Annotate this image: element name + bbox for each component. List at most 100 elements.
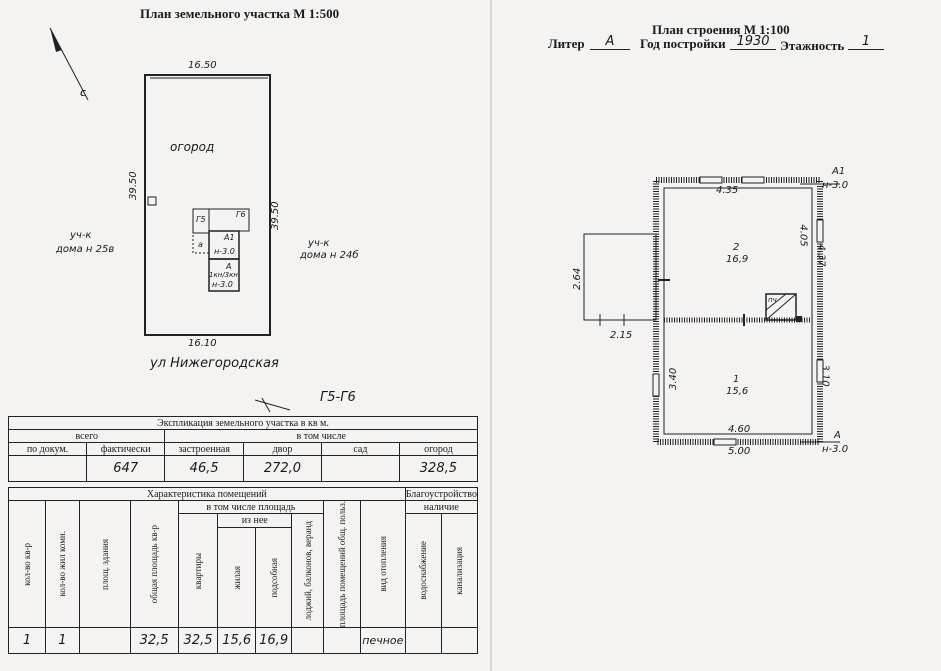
window-top-1 [699,176,723,184]
land-plan-drawing: c [49,27,291,413]
dim-340: 3.40 [668,367,679,390]
street-name: ул Нижегородская [150,356,279,371]
v-kvart: 32,5 [177,627,219,655]
col-built: застроенная [164,442,244,456]
dim-460: 4.60 [728,424,751,435]
neighbor-right-1: уч-к [308,238,330,249]
plot-boundary [144,74,271,336]
val-yard: 272,0 [242,455,323,482]
liter-label: Литер [548,36,585,51]
presence: наличие [404,500,479,514]
h-water: водоснабжение [418,541,429,600]
h-lodg: лоджий, балконов, веранд [302,520,313,621]
dim-405: 4.05 [797,224,809,247]
neighbor-right-2: дома н 24б [300,250,359,261]
col-doc: по докум. [8,442,87,456]
stove-label: пч [768,296,777,304]
page-fold [490,0,492,671]
corner-a1: А1 [832,166,846,177]
window-left-1 [652,373,660,397]
arrow-mark-icon [254,397,291,413]
col-incl: в том числе [164,429,478,443]
building-a [208,258,240,292]
extension [583,233,657,321]
col-fact: фактически [85,442,166,456]
dim-left: 39.50 [128,171,139,200]
v-zh: 1 [45,627,80,655]
lit-a-kn: 1кн/3кн [209,271,238,279]
v-total: 32,5 [129,627,179,655]
garden-label: огород [170,140,215,154]
neighbor-left-1: уч-к [70,230,92,241]
v-obsh [322,627,362,655]
dim-435: 4.35 [716,185,739,196]
lit-a1-height: н-3.0 [214,247,235,256]
v-heat: печное [360,627,406,655]
col-garden: сад [321,442,400,456]
stove-icon [765,293,797,321]
dim-310: 3.10 [819,364,831,387]
dim-bottom: 16.10 [188,338,217,349]
val-doc [8,455,87,482]
h-heat: вид отопления [377,536,388,592]
v-sewer [440,627,479,655]
year-label: Год постройки [640,36,726,51]
h-total: общая площадь кв-р [149,525,160,604]
rooms-title: Характеристика помещений [8,487,406,501]
incl-area: в том числе площадь [177,500,324,514]
lit-a1: А1 [224,233,235,242]
well-mark [147,196,157,206]
svg-text:c: c [80,86,86,99]
h-zhil: жилая [231,565,242,590]
h-sewer: канализация [454,546,465,595]
dim-right: 39.50 [270,201,281,230]
val-built: 46,5 [164,455,244,482]
building-a-small [192,232,210,254]
dim-215: 2.15 [610,330,633,341]
window-bottom-1 [713,438,737,446]
lit-g5: Г5 [196,215,206,224]
v-pl [78,627,131,655]
window-top-2 [741,176,765,184]
corner-a-height: н-3.0 [822,444,849,455]
v-zhil: 15,6 [217,627,257,655]
year-value: 1930 [730,34,776,50]
room2-area: 16,9 [726,254,749,265]
window-right-1 [816,219,824,243]
v-lodg [291,627,324,655]
lit-a: А [226,262,232,271]
room1-area: 15,6 [726,386,749,397]
lit-a-height: н-3.0 [212,280,233,289]
explication-title: Экспликация земельного участка в кв м. [8,416,478,430]
explication-table: Экспликация земельного участка в кв м. в… [7,416,479,482]
col-veg: огород [398,442,479,456]
corner-a: А [834,430,841,441]
v-water [404,627,442,655]
val-garden [321,455,400,482]
dim-top: 16.50 [188,60,217,71]
h-kv: кол-во кв-р [22,542,33,586]
val-veg: 328,5 [398,455,479,482]
room1-number: 1 [733,374,740,385]
liter-value: А [590,34,630,50]
col-total: всего [7,429,166,443]
window-right-2 [816,359,824,383]
building-plan-title: План строения М 1:100 [652,22,790,37]
dim-437: 4.37 [815,244,827,267]
h-pl: площ. здания [99,538,110,590]
h-kvart: квартиры [193,552,204,589]
north-arrow-icon: c [49,27,89,101]
land-plan-title: План земельного участка М 1:500 [140,6,340,21]
lit-g6: Г6 [236,210,246,219]
dim-264: 2.64 [572,267,583,290]
lit-g-label: Г5-Г6 [320,390,356,405]
amenities-title: Благоустройство [404,487,479,501]
h-pods: подсобная [268,557,279,598]
h-obsh: площадь помещений общ. польз. [337,501,347,628]
v-pods: 16,9 [255,627,293,655]
v-kv: 1 [7,627,47,655]
dim-500: 5.00 [728,446,751,457]
neighbor-left-2: дома н 25в [56,244,115,255]
building-plan-drawing [583,176,840,446]
h-zh: кол-во жил комн. [57,531,68,597]
